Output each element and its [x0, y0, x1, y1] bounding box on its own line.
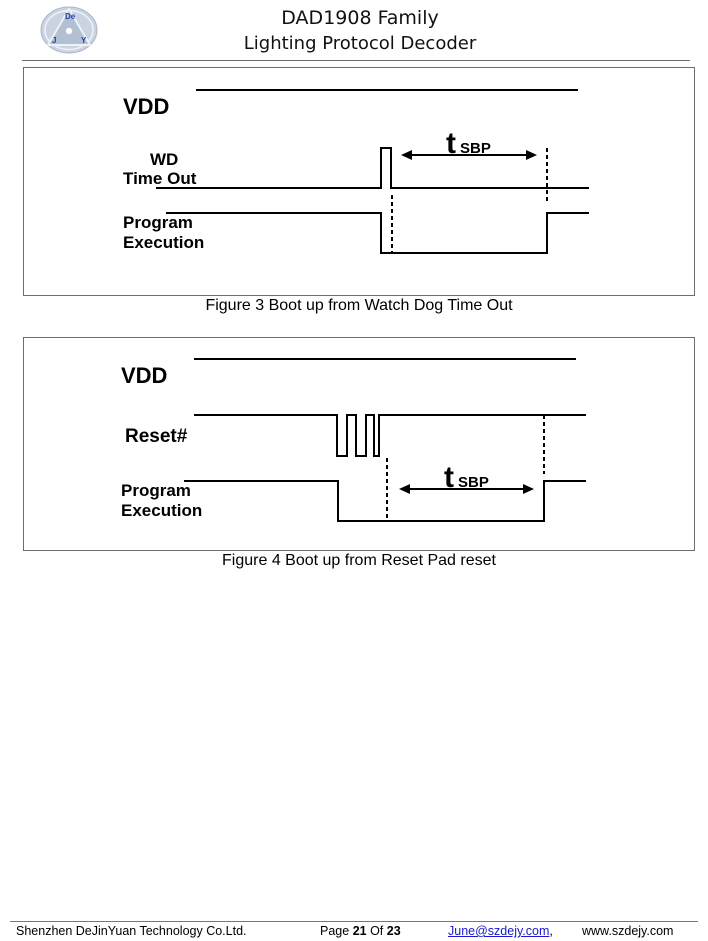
dejy-logo-icon: De J Y [40, 6, 98, 54]
vdd-label: VDD [123, 94, 169, 119]
website-text: www.szdejy.com [582, 924, 674, 938]
execution-label: Execution [121, 501, 202, 520]
tsbp-subscript: SBP [460, 140, 491, 157]
figure-4-caption: Figure 4 Boot up from Reset Pad reset [222, 552, 496, 569]
document-subtitle: Lighting Protocol Decoder [243, 33, 477, 54]
page-current: 21 [352, 924, 367, 938]
page-label: Page [320, 924, 350, 938]
page-total: 23 [386, 924, 401, 938]
figure-3-timing-diagram: t SBP VDD WD Time Out Program Execution [23, 67, 695, 296]
wd-label: WD [150, 150, 178, 169]
logo-letter-y: Y [81, 36, 87, 45]
tsbp-symbol: t [446, 127, 456, 160]
document-title: DAD1908 Family [281, 7, 439, 29]
footer-contact: June@szdejy.com, [448, 924, 553, 938]
separator: , [549, 924, 553, 938]
figure-4-timing-diagram: t SBP VDD Reset# Program Execution [23, 337, 695, 551]
header-divider [22, 60, 690, 61]
tsbp-subscript: SBP [458, 474, 489, 491]
program-execution-waveform [166, 212, 589, 254]
reset-label: Reset# [125, 426, 188, 447]
tsbp-symbol: t [444, 461, 454, 494]
footer-company: Shenzhen DeJinYuan Technology Co.Ltd. [16, 924, 247, 938]
email-link[interactable]: June@szdejy.com [448, 924, 550, 938]
figure-3-caption: Figure 3 Boot up from Watch Dog Time Out [205, 297, 513, 314]
reset-waveform [194, 414, 586, 457]
logo-letter-j: J [52, 36, 56, 45]
program-execution-waveform [184, 480, 586, 522]
timeout-label: Time Out [123, 169, 197, 188]
footer-page-number: Page 21 Of 23 [320, 924, 401, 938]
of-label: Of [370, 924, 384, 938]
program-label: Program [121, 481, 191, 500]
wd-timeout-waveform [156, 147, 589, 189]
footer-divider [10, 921, 698, 922]
company-logo: De J Y [40, 5, 100, 55]
tsbp-arrow [401, 150, 537, 160]
vdd-label: VDD [121, 363, 167, 388]
logo-letter-de: De [65, 12, 76, 21]
program-label: Program [123, 213, 193, 232]
execution-label: Execution [123, 233, 204, 252]
tsbp-arrow [399, 484, 534, 494]
